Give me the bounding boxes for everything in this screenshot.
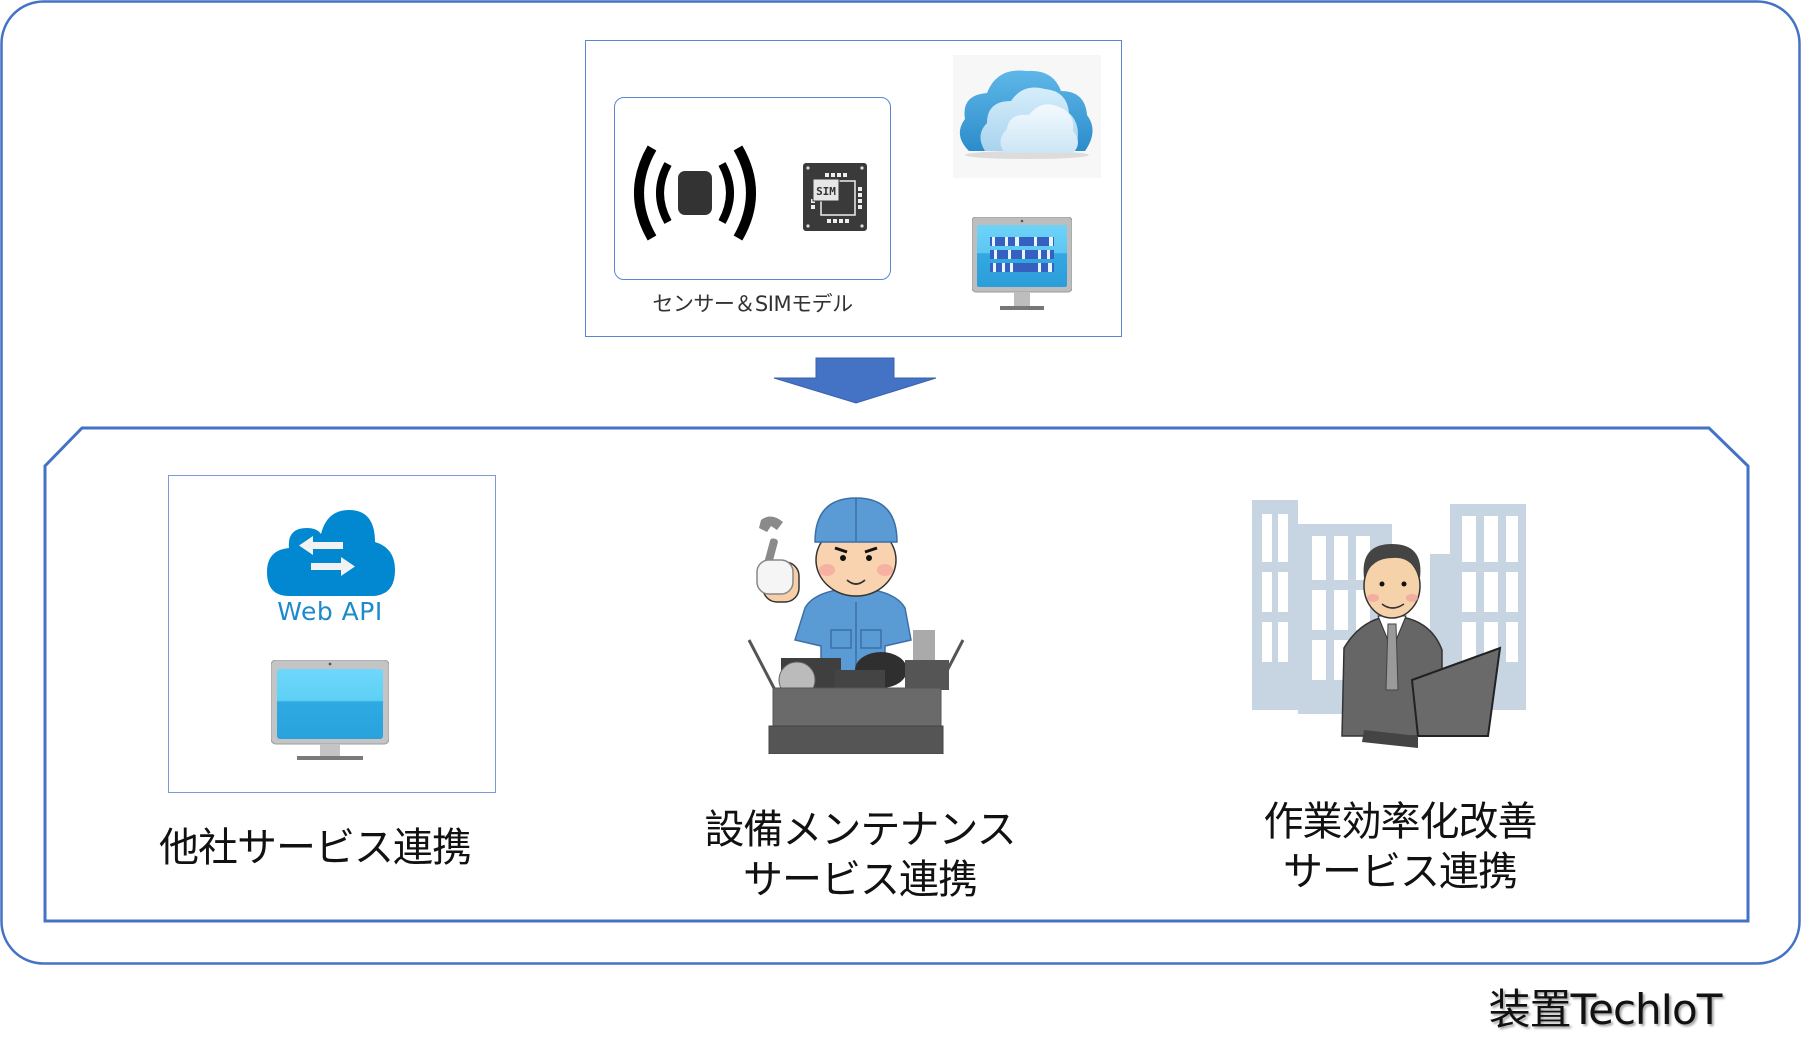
- monitor-dashboard-icon: [972, 217, 1072, 310]
- service-label-efficiency-line2: サービス連携: [1283, 849, 1518, 895]
- monitor-icon: [271, 660, 389, 760]
- sim-chip-icon: SIM: [803, 163, 867, 231]
- sensor-group-label: センサー＆SIMモデル: [652, 292, 853, 316]
- sensor-sim-group: [614, 97, 891, 280]
- service-label-third-party: 他社サービス連携: [159, 825, 472, 871]
- web-api-cloud-icon: [267, 510, 395, 596]
- web-api-label: Web API: [277, 597, 383, 626]
- maintenance-worker-illustration: [747, 497, 965, 754]
- office-worker-laptop-illustration: [1252, 500, 1526, 748]
- outer-frame: [0, 0, 1801, 965]
- down-arrow-icon: [773, 357, 937, 404]
- service-label-maintenance-line1: 設備メンテナンス: [704, 807, 1016, 853]
- wireless-sensor-icon: [634, 145, 756, 241]
- service-label-efficiency-line1: 作業効率化改善: [1263, 799, 1538, 845]
- sim-chip-text: SIM: [816, 185, 836, 198]
- service-label-maintenance-line2: サービス連携: [743, 857, 978, 903]
- cloud-icon: [953, 55, 1101, 178]
- services-frame: [43, 426, 1750, 923]
- brand-label: 装置TechIoT: [1488, 985, 1723, 1034]
